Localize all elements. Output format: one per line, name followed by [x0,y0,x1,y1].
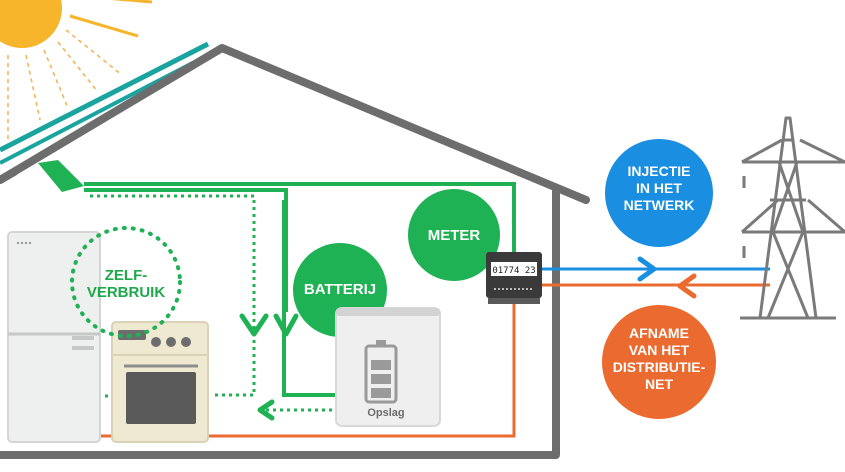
battery-icon [364,340,398,404]
zelfverbruik-label-line2: VERBRUIK [87,284,166,301]
sun-icon [0,0,153,140]
injectie-bubble [605,139,713,247]
orange-grid-line [98,283,770,438]
afname-label-line1: AFNAME [629,325,689,341]
meter-bubble [408,189,500,281]
fridge [7,231,101,443]
injectie-label-line3: NETWERK [624,197,695,213]
afname-label-line4: NET [645,376,673,392]
blue-arrow-icon [637,256,657,282]
batterij-label: BATTERIJ [304,281,376,298]
stove [111,321,209,443]
power-pylon-icon [740,116,845,320]
orange-arrow-icon [677,273,697,299]
afname-label-line3: DISTRIBUTIE- [613,359,706,375]
zelfverbruik-label-line1: ZELF- [105,267,148,284]
afname-bubble [602,305,716,419]
injectie-label-line1: INJECTIE [627,163,690,179]
opslag-label: Opslag [367,407,404,419]
zelfverbruik-ring [70,226,182,338]
meter-label: METER [428,227,481,244]
injectie-label-line2: IN HET [636,180,682,196]
green-arrow-icon [239,313,299,421]
green-power-lines [84,182,516,397]
electric-meter: 01774 23 [486,252,542,304]
house-outline [0,44,590,459]
meter-digits: 01774 23 [492,266,535,276]
afname-label-line2: VAN HET [629,342,690,358]
